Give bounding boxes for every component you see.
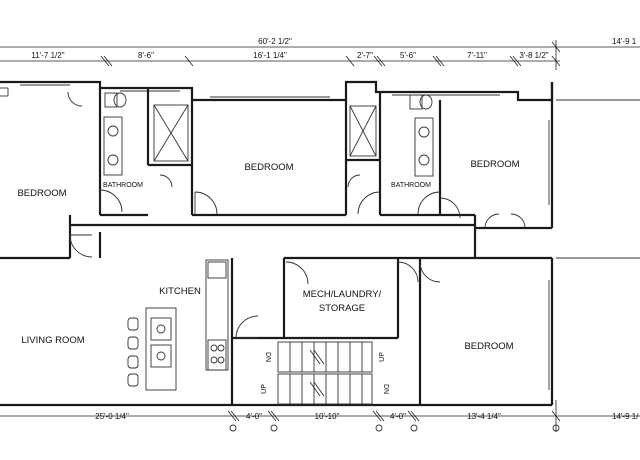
bottom-dimension-line [0, 400, 640, 432]
room-label-mech-line1: MECH/LAUNDRY/ [303, 289, 382, 300]
dim-bottom-seg-2: 4'-0" [246, 412, 262, 421]
dim-overall: 60'-2 1/2" [258, 37, 292, 46]
dim-right-edge-top: 14'-9 1 [612, 37, 637, 46]
dim-seg-2: 8'-6" [138, 51, 154, 60]
dim-bottom-seg-5: 13'-4 1/4" [467, 412, 501, 421]
dim-bottom-seg-4: 4'-0" [390, 412, 406, 421]
room-label-bedroom-center: BEDROOM [244, 162, 293, 173]
bathroom-left-fixtures [103, 92, 189, 176]
dim-seg-5: 5'-6" [400, 51, 416, 60]
dim-seg-1: 11'-7 1/2" [31, 51, 64, 60]
dim-seg-3: 16'-1 1/4" [253, 51, 287, 60]
doors [67, 91, 526, 339]
exterior-walls [0, 80, 554, 407]
room-label-kitchen: KITCHEN [159, 286, 201, 297]
dim-seg-4: 2'-7" [357, 51, 373, 60]
dim-bottom-seg-1: 25'-0 1/4" [95, 412, 129, 421]
kitchen-island [145, 307, 177, 391]
stair-label-upper-left: DN [264, 352, 271, 362]
kitchen-counter [205, 259, 229, 371]
room-label-bedroom-right: BEDROOM [470, 159, 519, 170]
room-label-mech-line2: STORAGE [319, 303, 365, 314]
dim-seg-6: 7'-11" [467, 51, 487, 60]
bar-stools [127, 317, 139, 387]
dim-seg-7: 3'-8 1/2" [519, 51, 548, 60]
room-label-bedroom-left: BEDROOM [17, 188, 66, 199]
interior-walls [0, 88, 552, 405]
dim-right-edge-bottom: 14'-9 1/ [612, 412, 639, 421]
dim-bottom-seg-3: 10'-10" [315, 412, 340, 421]
top-dimension-line [0, 40, 640, 70]
stair-label-lower-left: UP [261, 384, 268, 394]
room-label-bathroom-right: BATHROOM [391, 182, 431, 189]
adjacent-unit-lines [556, 99, 640, 259]
room-label-bathroom-left: BATHROOM [103, 182, 143, 189]
bathroom-right-fixtures [349, 94, 434, 177]
stair-label-lower-right: DN [382, 384, 389, 394]
room-label-bedroom-lower-right: BEDROOM [464, 341, 513, 352]
stairs [277, 341, 373, 405]
room-label-living-room: LIVING ROOM [21, 335, 84, 346]
stair-label-upper-right: UP [379, 352, 386, 362]
